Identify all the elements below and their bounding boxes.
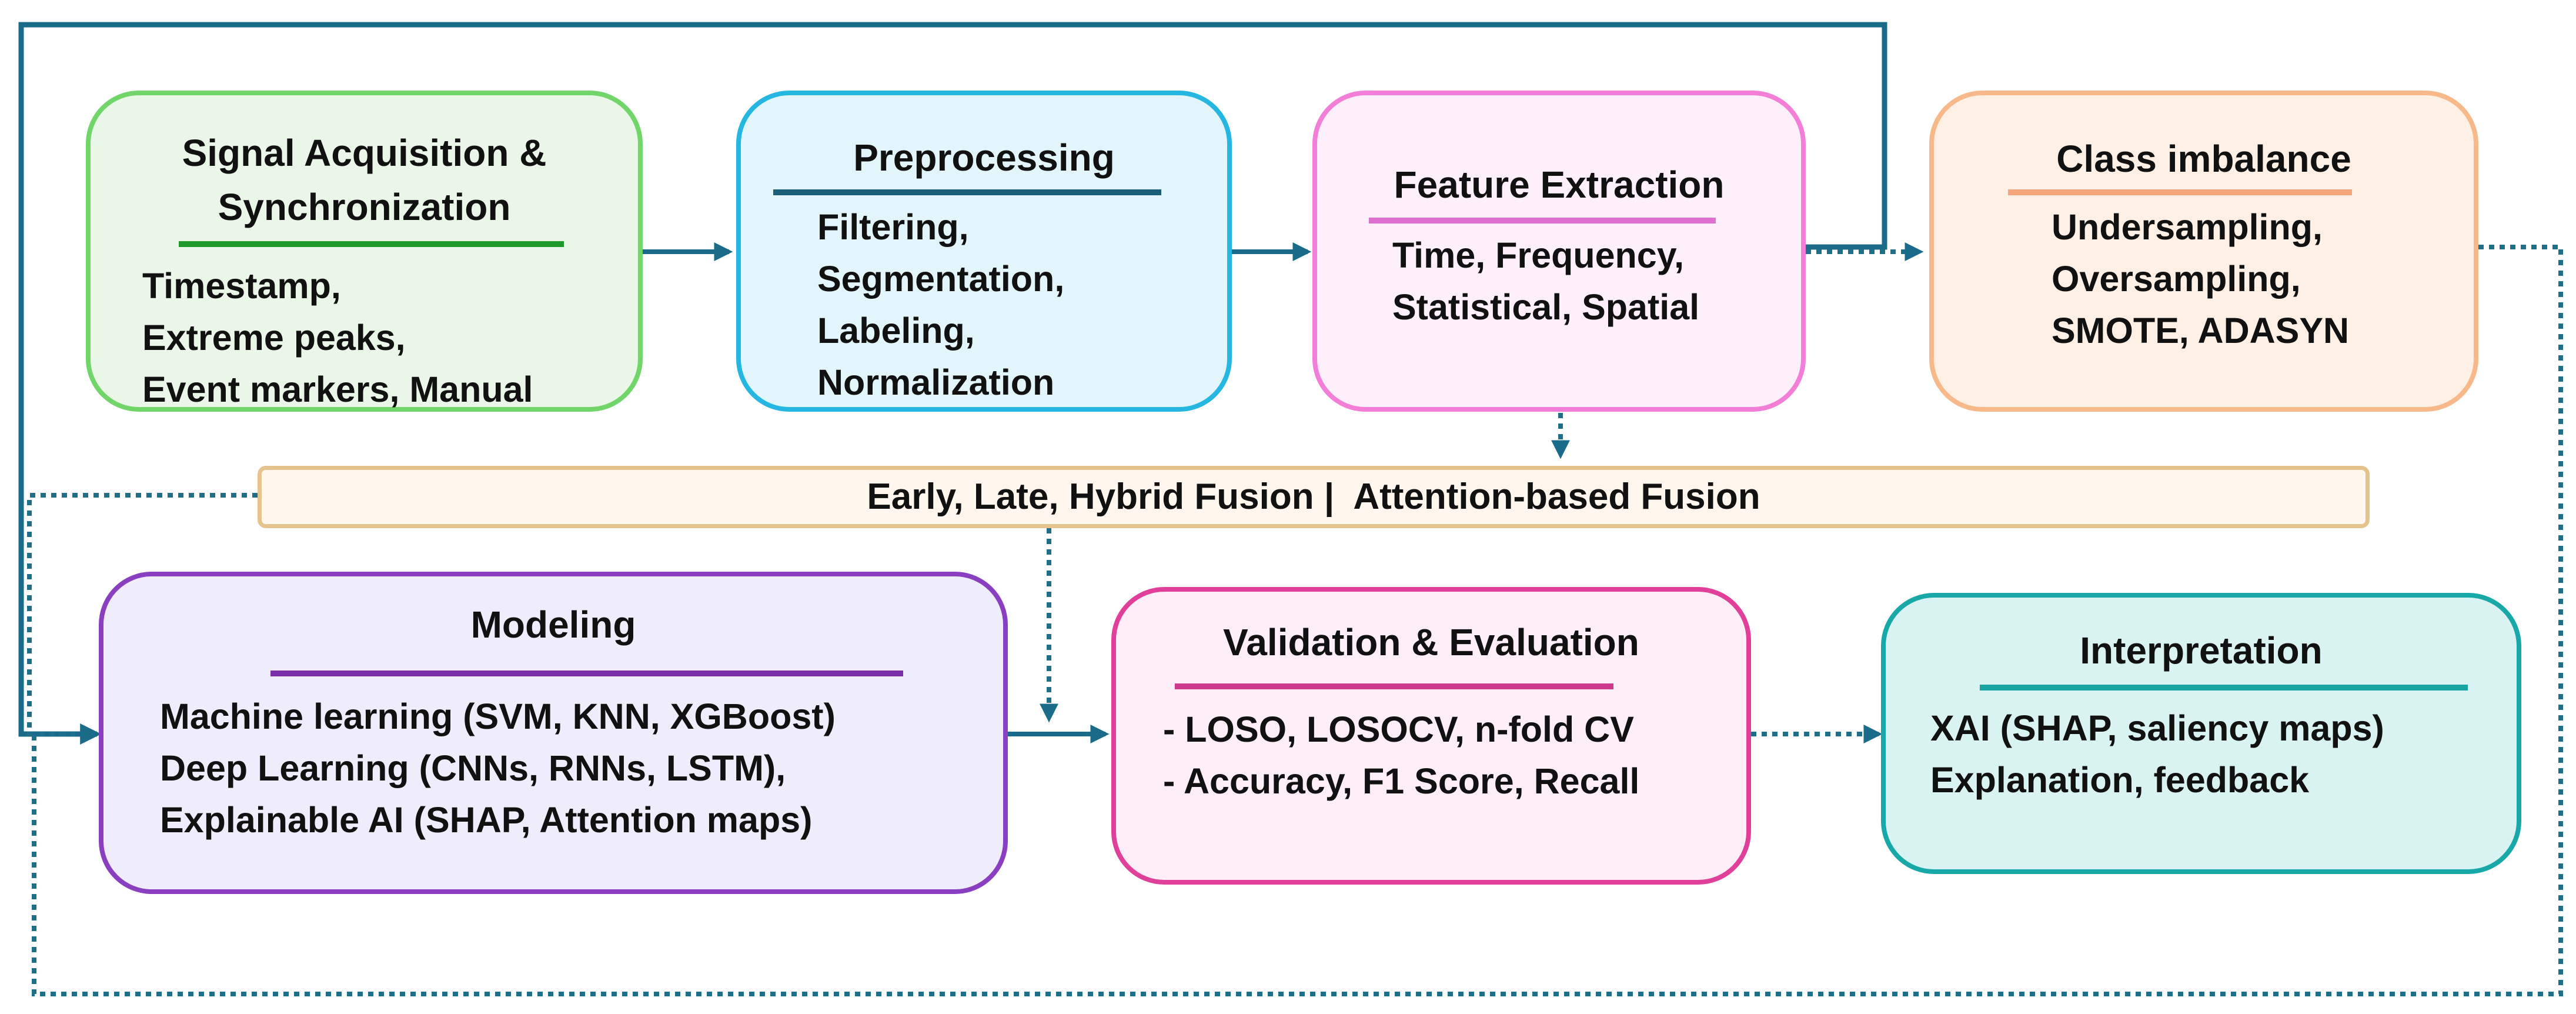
signal-acquisition-box: Signal Acquisition & Synchronization Tim…: [86, 91, 643, 412]
signal-acquisition-title-line-1: Signal Acquisition &: [182, 132, 547, 174]
preprocessing-title: Preprocessing: [853, 136, 1115, 179]
modeling-box: Modeling Machine learning (SVM, KNN, XGB…: [99, 572, 1008, 894]
arrow-feature-loop-to-modeling: [18, 22, 1887, 745]
preprocessing-item: Filtering,: [817, 207, 969, 247]
feature-extraction-underline: [1369, 218, 1716, 224]
imbalance-item: SMOTE, ADASYN: [2052, 311, 2350, 351]
preprocessing-item: Normalization: [817, 362, 1055, 402]
validation-evaluation-underline: [1175, 683, 1613, 689]
signal-item: Event markers, Manual: [142, 369, 533, 409]
fusion-strategies-bar: Early, Late, Hybrid Fusion | Attention-b…: [258, 466, 2370, 528]
imbalance-item: Oversampling,: [2052, 259, 2301, 299]
modeling-underline: [270, 671, 903, 676]
class-imbalance-items: Undersampling, Oversampling, SMOTE, ADAS…: [2052, 201, 2349, 356]
modeling-item: Deep Learning (CNNs, RNNs, LSTM),: [160, 748, 786, 788]
preprocessing-items: Filtering, Segmentation, Labeling, Norma…: [817, 201, 1064, 408]
interpretation-items: XAI (SHAP, saliency maps) Explanation, f…: [1930, 702, 2384, 806]
signal-acquisition-title-line-2: Synchronization: [218, 186, 511, 228]
signal-acquisition-underline: [179, 241, 564, 247]
validation-evaluation-title: Validation & Evaluation: [1223, 621, 1639, 663]
modeling-title: Modeling: [470, 603, 636, 646]
feature-item: Statistical, Spatial: [1392, 287, 1700, 327]
validation-item: - Accuracy, F1 Score, Recall: [1163, 761, 1640, 801]
validation-evaluation-box: Validation & Evaluation - LOSO, LOSOCV, …: [1111, 587, 1751, 885]
preprocessing-box: Preprocessing Filtering, Segmentation, L…: [736, 91, 1232, 412]
class-imbalance-box: Class imbalance Undersampling, Oversampl…: [1929, 91, 2478, 412]
interpretation-item: Explanation, feedback: [1930, 760, 2310, 800]
class-imbalance-underline: [2008, 189, 2352, 195]
feedback-loop-imbalance: [32, 245, 2563, 996]
signal-acquisition-items: Timestamp, Extreme peaks, Event markers,…: [142, 260, 533, 415]
interpretation-box: Interpretation XAI (SHAP, saliency maps)…: [1881, 593, 2521, 874]
feature-extraction-title: Feature Extraction: [1394, 164, 1725, 206]
interpretation-title: Interpretation: [2080, 629, 2323, 672]
preprocessing-underline: [773, 189, 1161, 195]
validation-item: - LOSO, LOSOCV, n-fold CV: [1163, 709, 1634, 749]
interpretation-item: XAI (SHAP, saliency maps): [1930, 708, 2384, 748]
modeling-item: Machine learning (SVM, KNN, XGBoost): [160, 696, 836, 736]
signal-item: Timestamp,: [142, 266, 341, 306]
feature-item: Time, Frequency,: [1392, 235, 1685, 275]
modeling-items: Machine learning (SVM, KNN, XGBoost) Dee…: [160, 691, 836, 846]
signal-item: Extreme peaks,: [142, 318, 406, 358]
validation-evaluation-items: - LOSO, LOSOCV, n-fold CV - Accuracy, F1…: [1163, 703, 1639, 807]
preprocessing-item: Segmentation,: [817, 259, 1065, 299]
arrow-fusion-to-modeling: [27, 493, 258, 743]
feature-extraction-items: Time, Frequency, Statistical, Spatial: [1392, 229, 1699, 333]
preprocessing-item: Labeling,: [817, 311, 975, 351]
imbalance-item: Undersampling,: [2052, 207, 2323, 247]
interpretation-underline: [1980, 685, 2468, 691]
modeling-item: Explainable AI (SHAP, Attention maps): [160, 800, 813, 840]
feature-extraction-box: Feature Extraction Time, Frequency, Stat…: [1312, 91, 1806, 412]
class-imbalance-title: Class imbalance: [2056, 138, 2351, 180]
